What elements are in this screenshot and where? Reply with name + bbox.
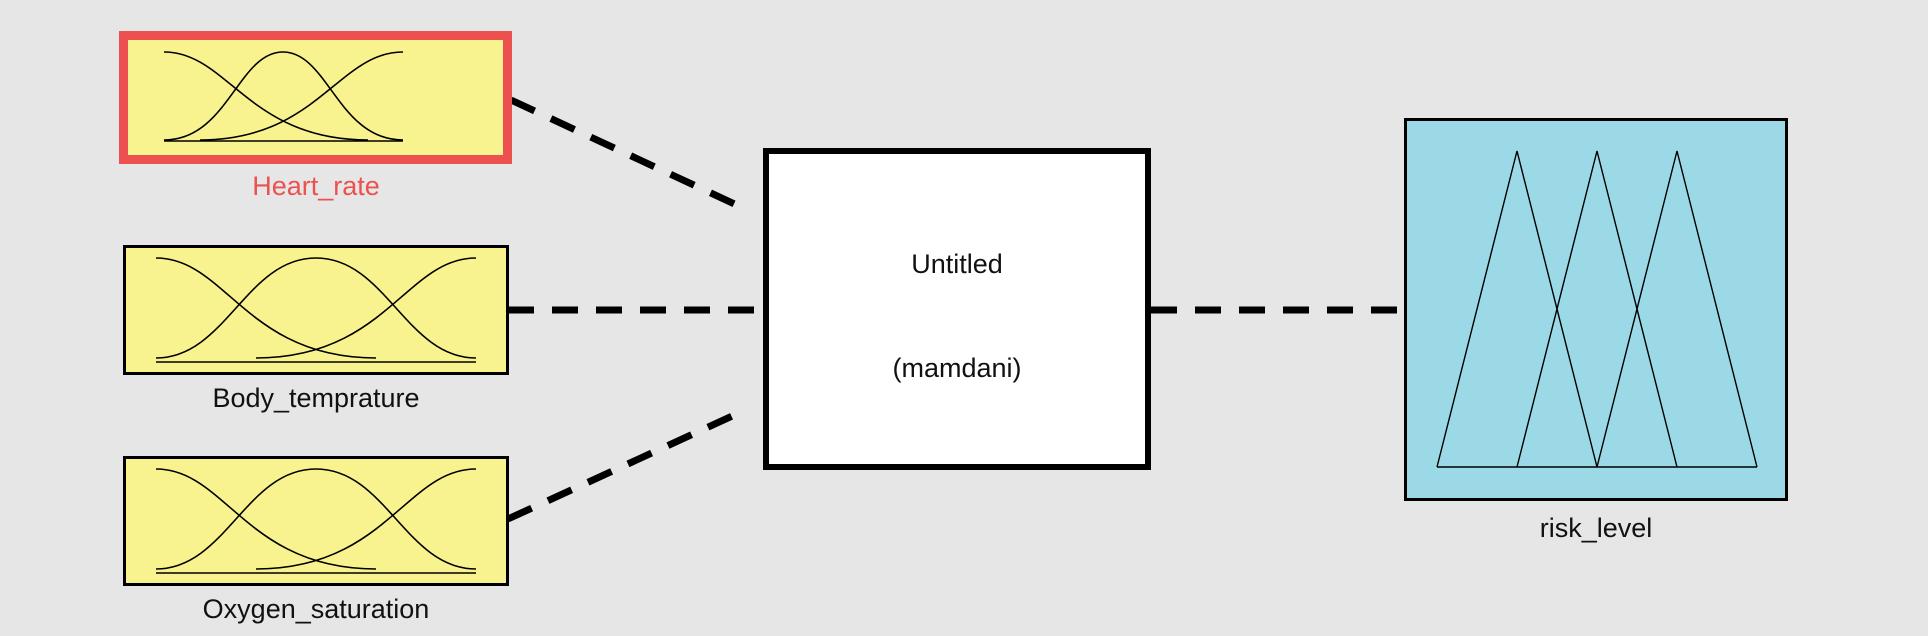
gaussian-mf-icon (155, 257, 477, 363)
output-variable-risk-level[interactable] (1404, 118, 1788, 501)
input-variable-heart-rate[interactable] (119, 31, 512, 164)
gaussian-mf-icon (163, 51, 404, 142)
input-label-heart-rate: Heart_rate (252, 171, 380, 201)
gaussian-mf-icon (155, 468, 477, 574)
triangular-mf-icon (1436, 150, 1758, 468)
system-type: (mamdani) (892, 353, 1022, 383)
output-label-risk-level: risk_level (1539, 513, 1653, 543)
input-variable-body-temprature[interactable] (123, 245, 509, 375)
system-name: Untitled (911, 249, 1003, 279)
input-label-body-temprature: Body_temprature (212, 383, 420, 413)
input-variable-oxygen-saturation[interactable] (123, 456, 509, 586)
fis-system-block[interactable]: Untitled (mamdani) (763, 148, 1151, 470)
input-label-oxygen-saturation: Oxygen_saturation (202, 594, 430, 624)
connector-oxygen-saturation (506, 408, 743, 523)
connector-heart-rate (509, 96, 743, 211)
